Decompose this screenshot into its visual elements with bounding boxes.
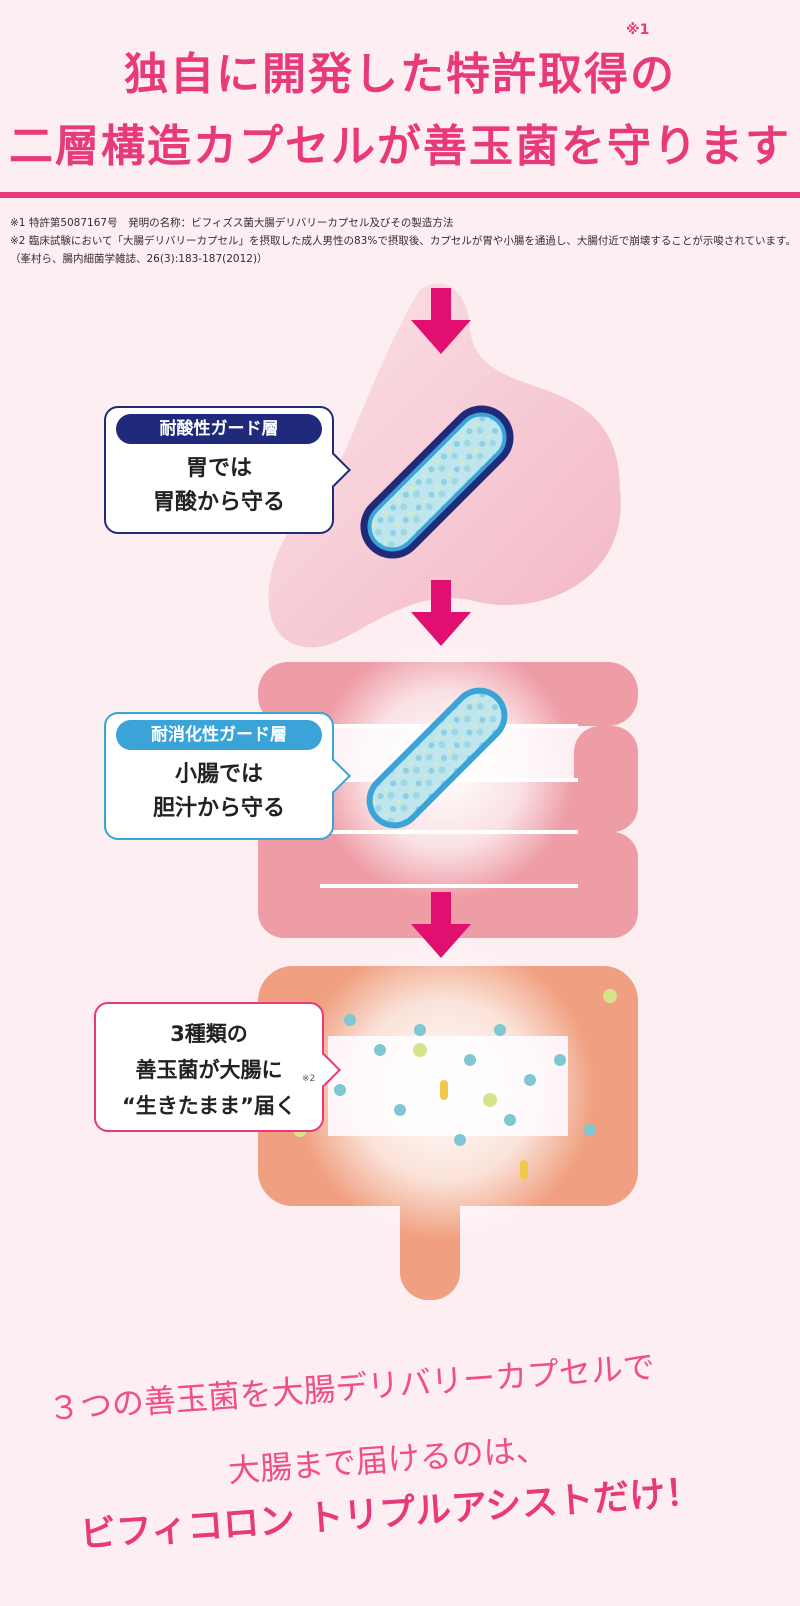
digestion-guard-tag: 耐消化性ガード層: [116, 720, 322, 750]
headline-line-2: 二層構造カプセルが善玉菌を守ります: [9, 121, 791, 172]
footnote-2: ※2 臨床試験において「大腸デリバリーカプセル」を摂取した成人男性の83%で摂取…: [10, 235, 796, 247]
bubble-acid-guard: 耐酸性ガード層 胃では 胃酸から守る: [104, 406, 334, 534]
arrow-down-1: [411, 288, 471, 354]
digestive-illustration: [258, 283, 638, 1300]
bubble-digestion-guard: 耐消化性ガード層 小腸では 胆汁から守る: [104, 712, 334, 840]
bacteria-cluster: [293, 989, 617, 1180]
bubble-delivery: 3種類の 善玉菌が大腸に “生きたまま”届く: [94, 1002, 324, 1132]
closing-line-1: ３つの善玉菌を大腸デリバリーカプセルで: [46, 1347, 656, 1428]
digestion-guard-line-2: 胆汁から守る: [152, 796, 285, 821]
acid-guard-tag: 耐酸性ガード層: [116, 414, 322, 444]
delivery-line-1: 3種類の: [170, 1022, 248, 1046]
footnotes: ※1 特許第5087167号 発明の名称：ビフィズス菌大腸デリバリーカプセル及び…: [10, 214, 800, 268]
delivery-text: 3種類の 善玉菌が大腸に “生きたまま”届く: [96, 1016, 322, 1124]
arrow-down-3: [411, 892, 471, 958]
digestion-guard-line-1: 小腸では: [174, 762, 263, 787]
delivery-line-3: “生きたまま”届く: [122, 1094, 296, 1118]
headline-line-1: 独自に開発した特許取得の: [124, 49, 676, 100]
footnote-marker-2: ※2: [302, 1074, 316, 1084]
capsule-acid-guard: [360, 405, 514, 559]
header: 独自に開発した特許取得の ※1 二層構造カプセルが善玉菌を守ります: [0, 0, 800, 192]
arrow-down-2: [411, 580, 471, 646]
footnote-1: ※1 特許第5087167号 発明の名称：ビフィズス菌大腸デリバリーカプセル及び…: [10, 217, 454, 229]
digestion-guard-text: 小腸では 胆汁から守る: [106, 758, 332, 826]
delivery-line-2: 善玉菌が大腸に: [135, 1058, 283, 1082]
divider: [0, 192, 800, 198]
acid-guard-text: 胃では 胃酸から守る: [106, 452, 332, 520]
acid-guard-line-2: 胃酸から守る: [152, 490, 285, 515]
footnote-source: （峯村ら、腸内細菌学雑誌、26(3):183-187(2012)）: [10, 253, 268, 265]
footnote-marker-1: ※1: [626, 22, 650, 38]
acid-guard-line-1: 胃では: [185, 456, 252, 481]
capsule-digestion-guard: [366, 687, 508, 829]
closing-message: ３つの善玉菌を大腸デリバリーカプセルで 大腸まで届けるのは、 ビフィコロン トリ…: [0, 1348, 800, 1606]
